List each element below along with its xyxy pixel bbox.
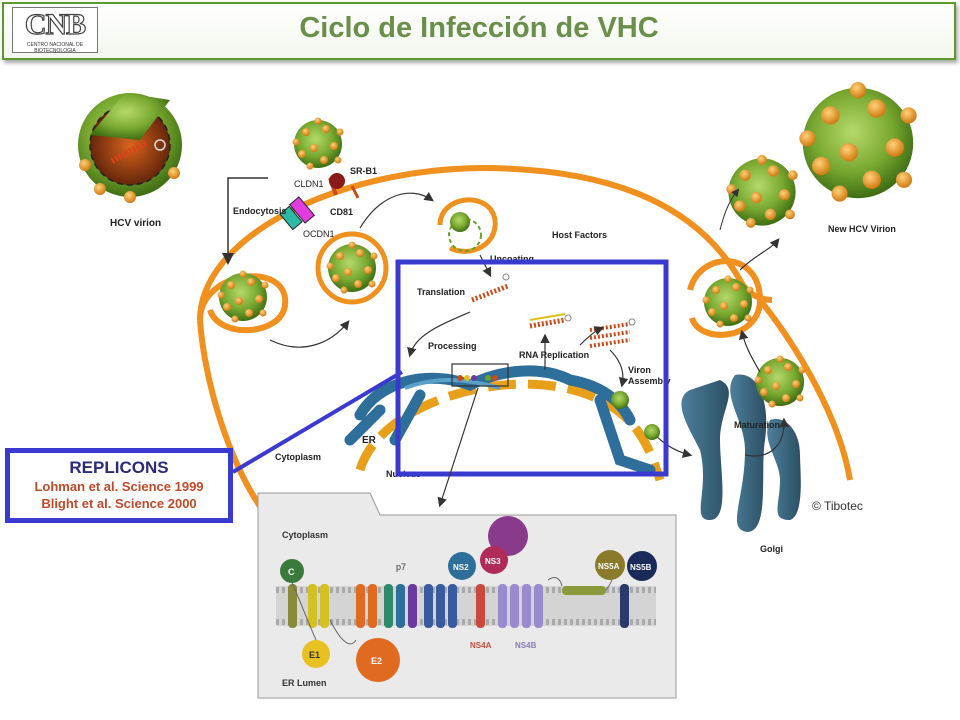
cytoplasm-label: Cytoplasm (275, 452, 321, 462)
endocytosis-pit (197, 273, 289, 333)
protein-c (280, 559, 304, 583)
host-factors-label: Host Factors (552, 230, 607, 240)
page-title: Ciclo de Infección de VHC (299, 12, 659, 44)
protein-e2-label: E2 (371, 656, 382, 666)
header-banner: CNB CENTRO NACIONAL DE BIOTECNOLOGIA Cic… (2, 2, 956, 60)
virion-assembly-label-2: Assembly (628, 376, 671, 386)
release-arrow (739, 238, 780, 271)
ns4b-label: NS4B (515, 641, 537, 650)
hcv-virion-cutaway (78, 93, 182, 203)
polyprotein-beads (457, 375, 498, 381)
to-assembly-arrow (609, 349, 629, 388)
er-label: ER (362, 435, 377, 446)
cell-membrane-right (757, 298, 853, 481)
logo-mark: CNB (24, 7, 87, 41)
protein-e2 (356, 638, 400, 682)
hcv-virion-label: HCV virion (110, 218, 161, 229)
to-translation-arrow (479, 254, 492, 278)
ocdn1-receptor (279, 205, 303, 231)
copyright-label: © Tibotec (812, 499, 863, 513)
new-hcv-virion-label: New HCV Virion (828, 224, 896, 234)
panel-er-lumen-label: ER Lumen (282, 678, 327, 688)
p7-label: p7 (396, 562, 406, 572)
to-panel-arrow (437, 387, 479, 508)
sr-b1-label: SR-B1 (350, 166, 377, 176)
to-processing-arrow (407, 311, 471, 358)
assembling-virion (611, 391, 629, 409)
protein-ns3 (480, 546, 508, 574)
protein-e1 (302, 640, 330, 668)
rna-replication-strand (529, 317, 566, 329)
cldn1-label: CLDN1 (294, 179, 324, 189)
protein-e1-label: E1 (309, 650, 320, 660)
maturation-label: Maturation (734, 420, 780, 430)
golgi-label: Golgi (760, 544, 783, 554)
cnb-logo: CNB CENTRO NACIONAL DE BIOTECNOLOGIA (12, 7, 98, 54)
zoom-connector (231, 370, 404, 474)
outgoing-arrow (719, 188, 740, 231)
replicons-title: REPLICONS (69, 458, 169, 477)
nucleus-envelope (355, 379, 665, 482)
endocytosis-label: Endocytosis (233, 206, 287, 216)
ns4a-label: NS4A (470, 641, 492, 650)
uncoating-vesicle (437, 197, 498, 254)
maturation-arrow (744, 417, 790, 457)
cell-membrane-left (197, 319, 273, 522)
endosome-arrow (269, 320, 350, 348)
binding-virion (292, 117, 344, 170)
replicons-box: REPLICONS Lohman et al. Science 1999 Bli… (5, 448, 233, 523)
cldn1-receptor (288, 196, 316, 224)
zoom-frame (395, 259, 669, 477)
endocytosis-arrow (222, 177, 268, 265)
protein-ns5b-label: NS5B (630, 563, 652, 572)
protein-ns5a (595, 550, 625, 580)
uncoating-label: Uncoating (490, 254, 534, 264)
processing-box (451, 363, 509, 387)
ocdn1-label: OCDN1 (303, 229, 335, 239)
replicons-ref-lohman: Lohman et al. Science 1999 (34, 479, 204, 494)
transmembrane-helices (288, 584, 629, 628)
virion-assembly-label-1: Viron (628, 365, 651, 375)
protein-ns2 (448, 552, 476, 580)
to-uncoating-arrow (359, 191, 434, 229)
golgi-apparatus (681, 374, 801, 532)
er-network (344, 365, 656, 476)
processing-label: Processing (428, 341, 477, 351)
protein-ns2-label: NS2 (453, 563, 469, 572)
translation-label: Translation (417, 287, 465, 297)
protein-ns3-helicase (488, 516, 528, 556)
logo-subtitle: CENTRO NACIONAL DE BIOTECNOLOGIA (26, 42, 84, 54)
new-hcv-virion (799, 82, 917, 202)
protein-ns5b (627, 551, 657, 581)
rna-replication-label: RNA Replication (519, 350, 589, 360)
protein-ns3-label: NS3 (485, 557, 501, 566)
cd81-label: CD81 (330, 207, 353, 217)
exocytosis-pit (687, 258, 764, 338)
to-progeny-arrow (579, 326, 605, 346)
replicons-ref-blight: Blight et al. Science 2000 (41, 496, 197, 511)
protein-ns5a-label: NS5A (598, 562, 620, 571)
translation-rna (471, 283, 509, 303)
protein-c-label: C (288, 567, 295, 577)
panel-cytoplasm-label: Cytoplasm (282, 530, 328, 540)
endosome-membrane (315, 231, 389, 305)
polyprotein-linker (291, 577, 613, 645)
exocytosing-virion (702, 275, 754, 328)
endosome-virion (326, 241, 378, 294)
to-exocytosis-arrow (738, 329, 761, 373)
